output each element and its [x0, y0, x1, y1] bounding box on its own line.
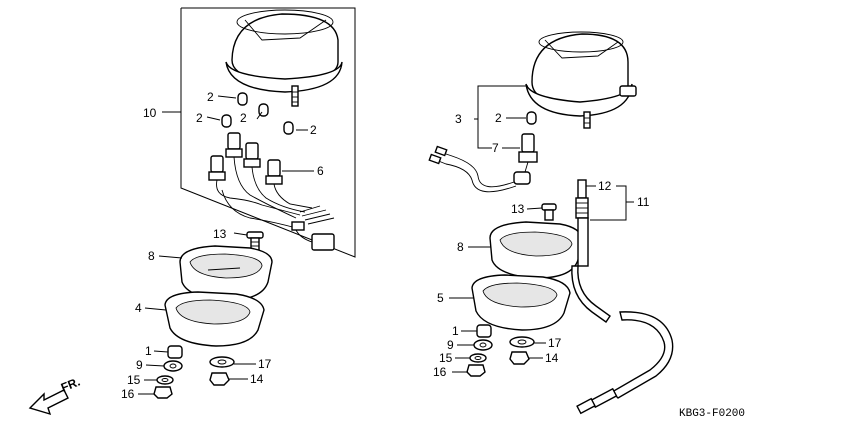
- callout-11: 11: [637, 195, 650, 209]
- assembly-outline: [180, 7, 356, 258]
- socket-harness: [208, 132, 335, 251]
- callout-7: 7: [492, 141, 499, 155]
- cover-4: [164, 291, 265, 347]
- callout-13: 13: [511, 202, 525, 216]
- callout-4: 4: [135, 301, 142, 315]
- callout-14: 14: [545, 351, 559, 365]
- bulb-icon: [221, 92, 294, 135]
- callout-14: 14: [250, 372, 264, 386]
- callout-5: 5: [437, 291, 444, 305]
- callout-12: 12: [598, 179, 612, 193]
- front-arrow-label: FR.: [59, 375, 82, 395]
- callout-9: 9: [447, 338, 454, 352]
- callout-8: 8: [457, 240, 464, 254]
- screw-13-right: [541, 203, 557, 221]
- callout-10: 10: [143, 106, 157, 120]
- front-arrow-icon: [28, 389, 69, 416]
- case-5: [471, 274, 571, 331]
- callout-8: 8: [148, 249, 155, 263]
- callout-13: 13: [213, 227, 227, 241]
- small-parts-left: [153, 345, 235, 399]
- callout-3: 3: [455, 112, 462, 126]
- diagram-code: KBG3-F0200: [679, 408, 745, 420]
- callout-2: 2: [310, 123, 317, 137]
- callout-17: 17: [258, 357, 272, 371]
- callout-2: 2: [196, 111, 203, 125]
- callout-15: 15: [127, 373, 141, 387]
- leader-lines: [138, 85, 634, 395]
- small-parts-right: [466, 324, 535, 377]
- bulb-socket-right: [428, 111, 538, 193]
- callout-2: 2: [207, 90, 214, 104]
- callout-6: 6: [317, 164, 324, 178]
- callout-1: 1: [145, 344, 152, 358]
- callout-15: 15: [439, 351, 453, 365]
- meter-housing-right: [525, 31, 637, 129]
- callout-9: 9: [136, 358, 143, 372]
- callout-2: 2: [495, 111, 502, 125]
- case-8-right: [489, 221, 583, 279]
- callout-17: 17: [548, 336, 562, 350]
- callout-16: 16: [433, 365, 447, 379]
- callout-2: 2: [240, 111, 247, 125]
- callout-16: 16: [121, 387, 135, 401]
- meter-housing-left: [225, 9, 343, 107]
- callout-1: 1: [452, 324, 459, 338]
- speedometer-cable: [571, 179, 674, 415]
